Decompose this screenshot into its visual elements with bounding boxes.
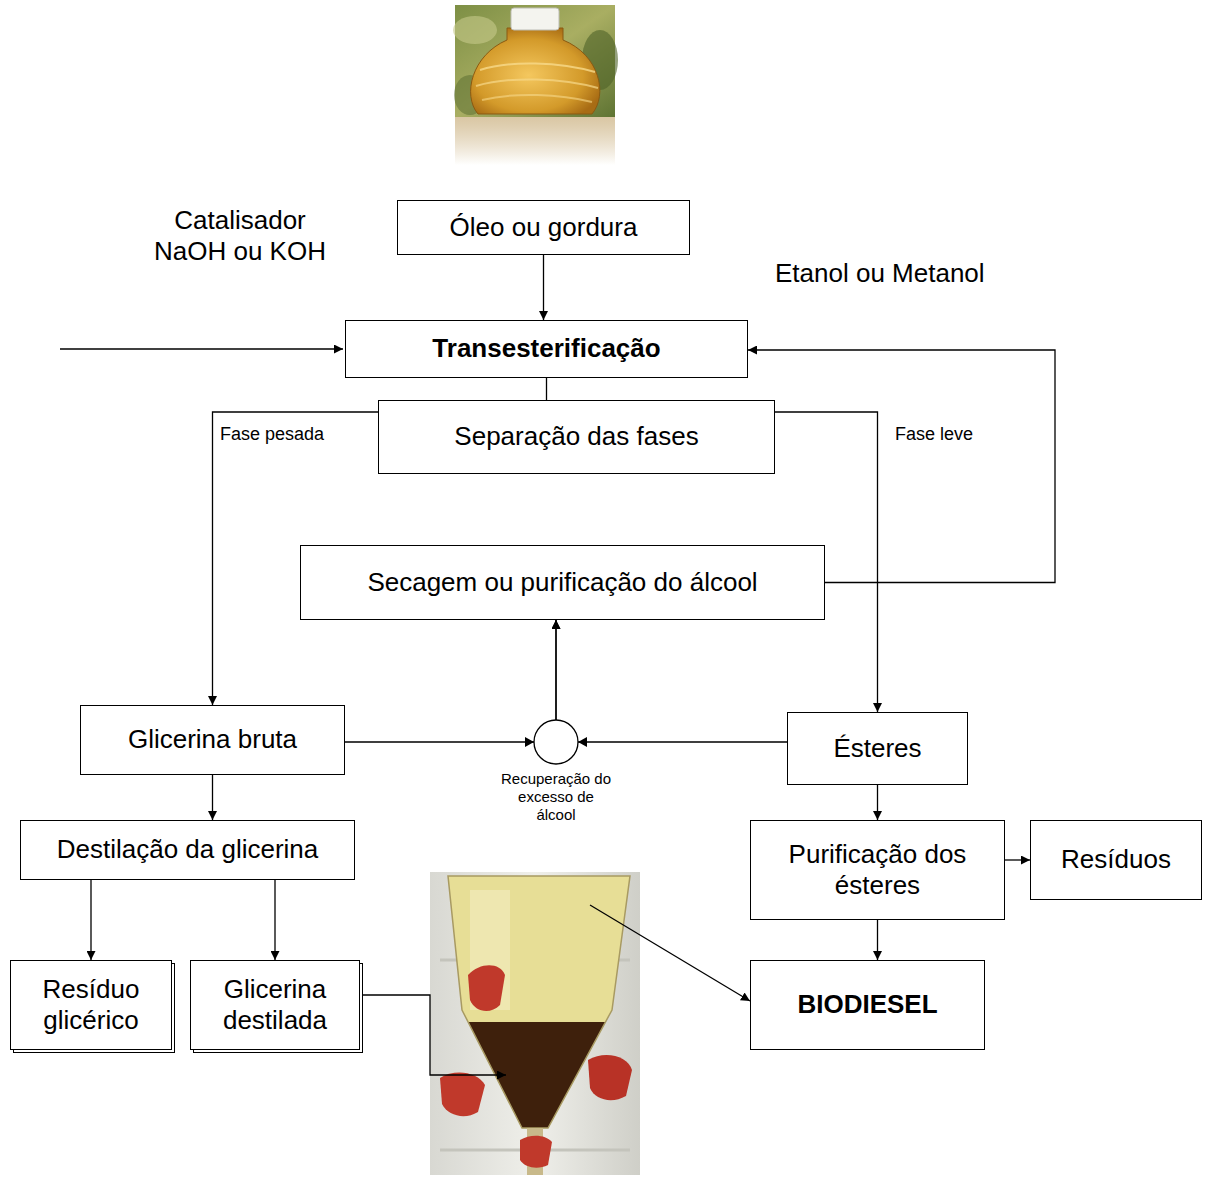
junction-arrowhead <box>525 737 534 747</box>
process-box: Separação das fases <box>378 400 775 474</box>
flow-arrow <box>274 880 275 960</box>
box-text: Resíduo glicérico <box>19 974 163 1036</box>
process-box: Resíduo glicérico <box>10 960 172 1050</box>
annotation-label: Catalisador NaOH ou KOH <box>140 205 340 267</box>
process-box: Destilação da glicerina <box>20 820 355 880</box>
flow-arrow <box>543 255 544 320</box>
flow-arrow <box>877 920 878 960</box>
feed-arrow <box>60 348 343 349</box>
box-text: BIODIESEL <box>797 989 937 1020</box>
process-box: Óleo ou gordura <box>397 200 690 255</box>
box-text: Secagem ou purificação do álcool <box>367 567 757 598</box>
box-text: Transesterificação <box>432 333 660 364</box>
junction-arrowhead <box>578 737 587 747</box>
box-text: Destilação da glicerina <box>57 834 319 865</box>
process-box: Glicerina destilada <box>190 960 360 1050</box>
flow-arrow <box>90 880 91 960</box>
box-text: Glicerina destilada <box>199 974 351 1036</box>
flow-arrow <box>1005 859 1030 860</box>
flow-arrow <box>546 378 547 400</box>
process-box: BIODIESEL <box>750 960 985 1050</box>
process-box: Secagem ou purificação do álcool <box>300 545 825 620</box>
box-text: Resíduos <box>1061 844 1171 875</box>
process-box: Ésteres <box>787 712 968 785</box>
annotation-label: Recuperação do excesso de álcool <box>498 770 614 824</box>
flow-arrow <box>556 620 787 742</box>
flow-arrow <box>877 785 878 820</box>
annotation-label: Etanol ou Metanol <box>775 258 1035 289</box>
box-text: Purificação dos ésteres <box>759 839 996 901</box>
process-box: Glicerina bruta <box>80 705 345 775</box>
leader-line <box>360 995 506 1075</box>
process-box: Transesterificação <box>345 320 748 378</box>
flow-arrow <box>212 775 213 820</box>
edge-label: Fase pesada <box>218 424 326 445</box>
process-box: Purificação dos ésteres <box>750 820 1005 920</box>
box-text: Ésteres <box>833 733 921 764</box>
leader-line <box>590 905 750 1001</box>
funnel-photo <box>430 872 640 1175</box>
box-text: Glicerina bruta <box>128 724 297 755</box>
junction-circle <box>534 720 578 764</box>
box-text: Óleo ou gordura <box>450 212 638 243</box>
flow-arrow <box>345 620 556 742</box>
edge-label: Fase leve <box>893 424 975 445</box>
box-text: Separação das fases <box>454 421 698 452</box>
oil-photo <box>453 5 618 165</box>
process-box: Resíduos <box>1030 820 1202 900</box>
